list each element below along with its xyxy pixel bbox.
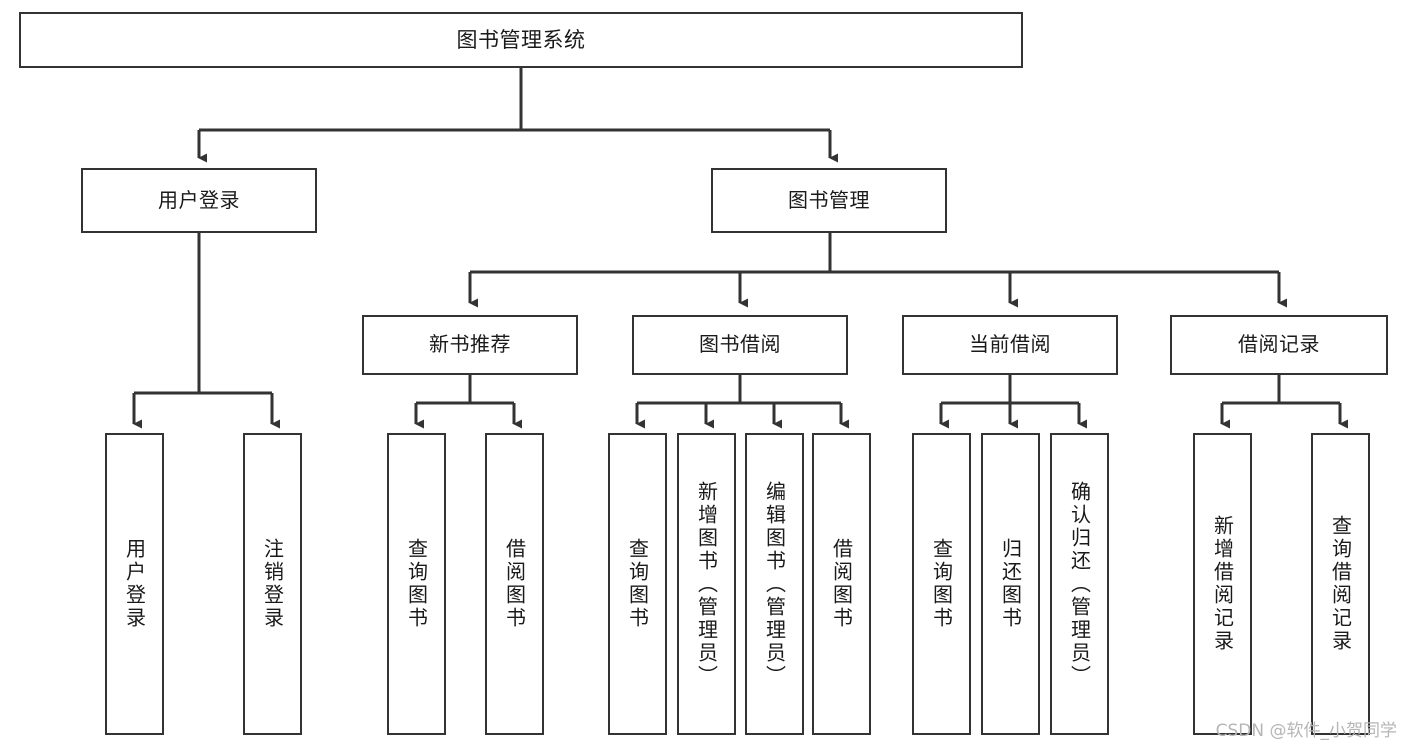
leaf-current-return-book[interactable]: 归还图书 — [981, 433, 1040, 735]
node-label: 借阅图书 — [502, 538, 527, 630]
leaf-record-add-record[interactable]: 新增借阅记录 — [1193, 433, 1252, 735]
leaf-recommend-borrow-book[interactable]: 借阅图书 — [485, 433, 544, 735]
node-label: 编辑图书（管理员） — [762, 480, 787, 688]
node-label: 图书管理系统 — [456, 27, 586, 52]
node-label: 借阅图书 — [829, 538, 854, 630]
node-label: 借阅记录 — [1238, 332, 1320, 357]
node-label: 新书推荐 — [429, 332, 511, 357]
node-label: 查询图书 — [625, 538, 650, 630]
leaf-borrow-query-book[interactable]: 查询图书 — [608, 433, 667, 735]
leaf-current-query-book[interactable]: 查询图书 — [912, 433, 971, 735]
node-label: 图书借阅 — [699, 332, 781, 357]
leaf-user-login-logout[interactable]: 注销登录 — [243, 433, 302, 735]
leaf-recommend-query-book[interactable]: 查询图书 — [387, 433, 446, 735]
node-label: 查询图书 — [404, 538, 429, 630]
node-label: 确认归还（管理员） — [1067, 480, 1092, 688]
leaf-borrow-borrow-book[interactable]: 借阅图书 — [812, 433, 871, 735]
node-label: 当前借阅 — [969, 332, 1051, 357]
node-label: 新增借阅记录 — [1210, 515, 1235, 653]
node-label: 查询图书 — [929, 538, 954, 630]
node-label: 查询借阅记录 — [1328, 515, 1353, 653]
leaf-record-query-record[interactable]: 查询借阅记录 — [1311, 433, 1370, 735]
leaf-borrow-edit-book-admin[interactable]: 编辑图书（管理员） — [745, 433, 804, 735]
node-borrow-record[interactable]: 借阅记录 — [1170, 315, 1388, 375]
node-book-borrow[interactable]: 图书借阅 — [632, 315, 848, 375]
node-label: 注销登录 — [260, 538, 285, 630]
node-label: 归还图书 — [998, 538, 1023, 630]
node-current-borrow[interactable]: 当前借阅 — [902, 315, 1118, 375]
node-label: 图书管理 — [788, 187, 870, 212]
node-label: 用户登录 — [122, 538, 147, 630]
node-book-management[interactable]: 图书管理 — [711, 168, 947, 233]
node-label: 用户登录 — [158, 187, 240, 212]
node-new-book-recommend[interactable]: 新书推荐 — [362, 315, 578, 375]
node-user-login[interactable]: 用户登录 — [81, 168, 317, 233]
leaf-borrow-add-book-admin[interactable]: 新增图书（管理员） — [677, 433, 736, 735]
leaf-current-confirm-return-admin[interactable]: 确认归还（管理员） — [1050, 433, 1109, 735]
leaf-user-login-login[interactable]: 用户登录 — [105, 433, 164, 735]
node-label: 新增图书（管理员） — [694, 480, 719, 688]
node-root-library-system[interactable]: 图书管理系统 — [19, 12, 1023, 68]
